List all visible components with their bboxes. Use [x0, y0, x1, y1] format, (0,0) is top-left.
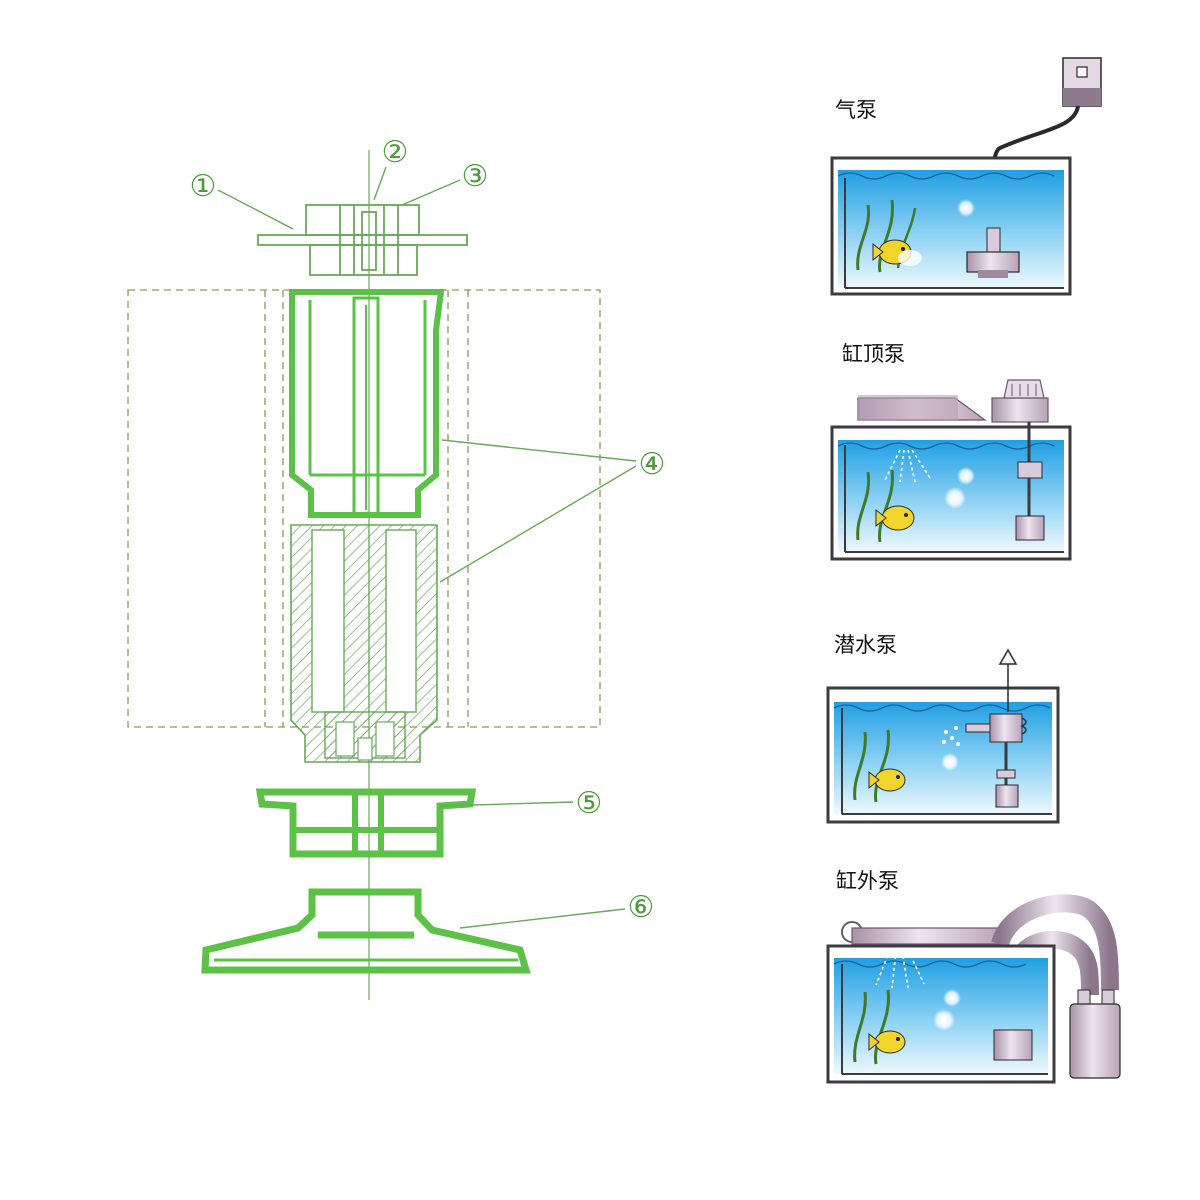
- fish-plant-decor: [856, 199, 922, 273]
- spray-lines: [875, 949, 925, 989]
- tank-top-pump: 缸顶泵: [830, 342, 1072, 561]
- fish-plant-decor: [856, 469, 915, 543]
- tank-title-top-pump: 缸顶泵: [842, 342, 905, 366]
- callout-2-label: ②: [382, 135, 409, 170]
- callout-2: ②: [373, 135, 409, 201]
- callout-4-label: ④: [639, 447, 666, 482]
- tank-submersible-pump: 潜水泵: [826, 633, 1060, 824]
- exploded-section-view: ① ② ③ ④ ⑤ ⑥: [127, 135, 666, 1000]
- tank-external-pump: 缸外泵: [826, 869, 1121, 1084]
- callout-1-label: ①: [190, 169, 217, 204]
- air-stone-icon: [966, 227, 1020, 278]
- tank-air-pump: 气泵: [830, 57, 1102, 296]
- up-arrow-icon: [998, 648, 1018, 712]
- lower-cylinder-part: [290, 524, 438, 763]
- upper-cylinder-part: [289, 289, 445, 518]
- tank-title-air-pump: 气泵: [835, 98, 877, 122]
- callout-5-label: ⑤: [576, 786, 603, 821]
- callout-1: ①: [190, 169, 294, 230]
- top-cap-part: [257, 204, 468, 276]
- callout-3: ③: [401, 159, 489, 206]
- callout-6-label: ⑥: [628, 890, 655, 925]
- coupling-part: [255, 788, 477, 858]
- intake-pipe-icon: [1015, 422, 1045, 541]
- tank-title-external-pump: 缸外泵: [836, 869, 899, 893]
- spray-lines: [884, 449, 931, 483]
- callout-6: ⑥: [459, 890, 655, 929]
- callout-3-label: ③: [462, 159, 489, 194]
- submersible-pump-icon: [965, 713, 1027, 808]
- tank-title-submersible-pump: 潜水泵: [834, 633, 897, 657]
- top-pump-icon: [857, 379, 1049, 423]
- external-pump-icon: [841, 894, 1121, 1079]
- fish-plant-decor: [853, 989, 906, 1065]
- callout-5: ⑤: [439, 786, 603, 821]
- callout-4: ④: [439, 439, 666, 583]
- spray-dots: [942, 726, 960, 746]
- fish-plant-decor: [853, 729, 906, 803]
- base-part: [201, 888, 531, 974]
